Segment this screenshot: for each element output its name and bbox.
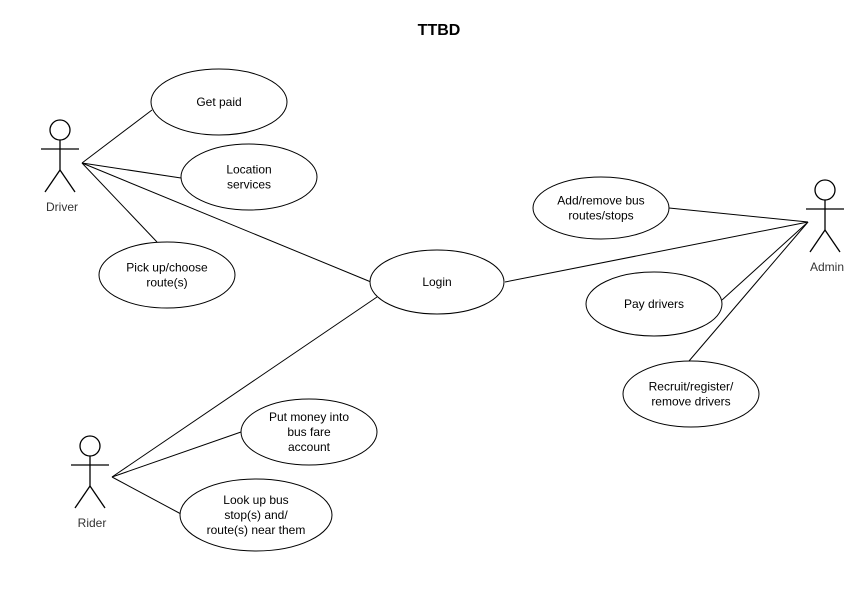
actor-limb [89, 485, 106, 509]
use-case-label: route(s) near them [207, 523, 306, 537]
actor-head [49, 119, 71, 141]
diagram-title: TTBD [418, 22, 461, 39]
use-case-label: Pay drivers [624, 297, 684, 311]
use-case-login[interactable]: Login [369, 249, 505, 315]
use-case-label: Recruit/register/ [649, 380, 734, 394]
actor-label: Admin [810, 260, 844, 274]
actor-label: Rider [78, 516, 107, 530]
association-driver-get-paid [81, 109, 153, 164]
actor-limb [44, 169, 61, 193]
use-case-ellipse [150, 68, 288, 136]
use-case-ellipse [369, 249, 505, 315]
use-case-label: Login [422, 275, 451, 289]
use-case-ellipse [532, 176, 670, 240]
actor-limb [59, 169, 76, 193]
use-case-pay-drivers[interactable]: Pay drivers [585, 271, 723, 337]
use-case-ellipse [98, 241, 236, 309]
use-case-get-paid[interactable]: Get paid [150, 68, 288, 136]
use-case-ellipse [622, 360, 760, 428]
association-admin-add-remove-routes [668, 207, 809, 223]
associations [81, 109, 809, 515]
association-rider-put-money [111, 431, 242, 478]
use-case-label: Location [226, 163, 271, 177]
actor-limb [809, 229, 826, 253]
actor-limb [74, 485, 91, 509]
use-case-label: Look up bus [223, 493, 288, 507]
association-admin-login [504, 221, 809, 283]
use-case-label: account [288, 440, 331, 454]
use-case-label: bus fare [287, 425, 331, 439]
use-case-label: Put money into [269, 410, 349, 424]
use-case-label: services [227, 178, 271, 192]
actor-head [79, 435, 101, 457]
use-case-label: stop(s) and/ [224, 508, 288, 522]
use-case-label: route(s) [146, 276, 187, 290]
actor-driver[interactable]: Driver [41, 119, 79, 214]
association-driver-login [81, 162, 372, 283]
actor-limb [824, 229, 841, 253]
actor-rider[interactable]: Rider [71, 435, 109, 530]
actor-label: Driver [46, 200, 78, 214]
association-driver-pick-up-route [81, 162, 158, 243]
use-case-label: routes/stops [568, 209, 633, 223]
use-case-label: Add/remove bus [557, 194, 644, 208]
use-case-ellipse [180, 143, 318, 211]
use-case-recruit-drivers[interactable]: Recruit/register/remove drivers [622, 360, 760, 428]
actor-head [814, 179, 836, 201]
actor-admin[interactable]: Admin [806, 179, 844, 274]
use-case-ellipse [585, 271, 723, 337]
use-case-label: Pick up/choose [126, 261, 208, 275]
association-admin-pay-drivers [721, 221, 809, 301]
use-case-label: Get paid [196, 95, 241, 109]
association-rider-login [111, 296, 378, 478]
use-case-ellipse [240, 398, 378, 466]
association-rider-look-up-stops [111, 476, 182, 515]
association-driver-location-services [81, 162, 182, 179]
use-case-ellipse [179, 478, 333, 552]
use-case-label: remove drivers [651, 395, 730, 409]
association-admin-recruit-drivers [688, 221, 809, 362]
